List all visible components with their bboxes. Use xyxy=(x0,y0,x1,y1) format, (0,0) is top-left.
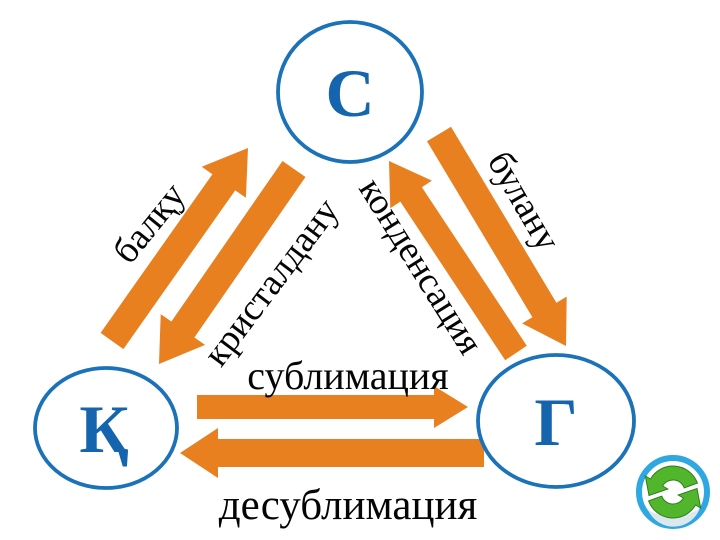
arrow-melting xyxy=(100,148,248,350)
node-circle-solid xyxy=(33,366,179,490)
edge-label-sublimation: сублимация xyxy=(247,353,448,398)
recycle-icon-arrow-top xyxy=(644,465,699,497)
node-circle-gas xyxy=(476,353,636,489)
arrow-sublimation xyxy=(197,386,468,428)
node-letter-solid: Қ xyxy=(79,391,128,467)
state-nodes: С Қ Г xyxy=(33,20,636,490)
arrows xyxy=(100,126,567,478)
recycle-icon-arrow-bottom xyxy=(647,487,702,519)
arrow-condensation xyxy=(389,161,527,361)
arrow-desublimation xyxy=(180,428,484,478)
arrow-crystallization xyxy=(159,161,306,364)
recycle-refresh-icon xyxy=(636,455,710,529)
arrow-evaporation xyxy=(427,126,567,346)
node-circle-liquid xyxy=(276,20,424,164)
node-letter-liquid: С xyxy=(325,55,374,131)
node-letter-gas: Г xyxy=(534,384,577,460)
edge-label-desublimation: десублимация xyxy=(219,482,478,529)
